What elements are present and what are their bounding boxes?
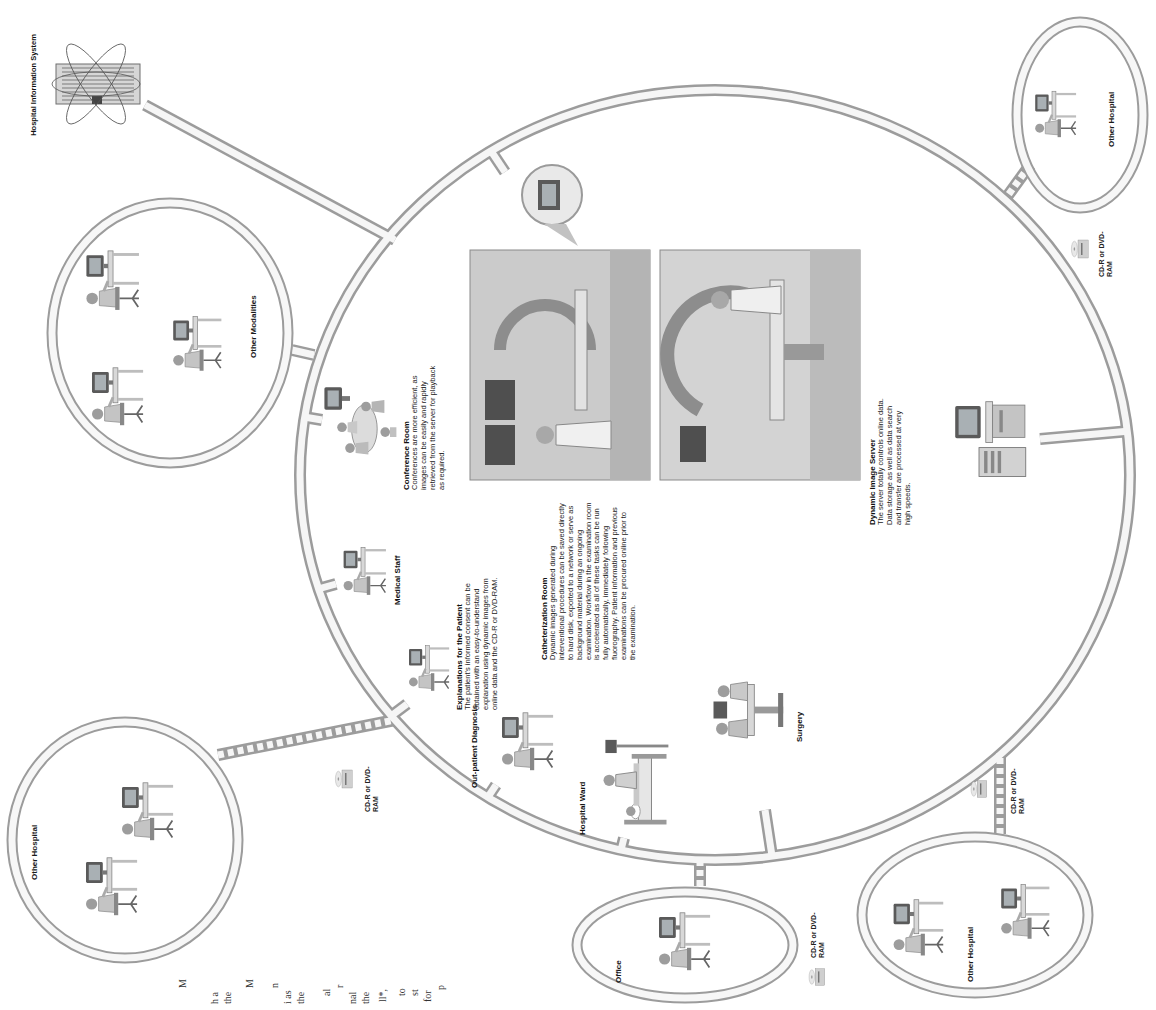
station-heading: Explanations for the Patient [455,558,464,710]
text-fragment: al [322,989,332,996]
satellite-ellipse: Other Hospital [1010,15,1150,215]
text-fragment: i as [283,990,293,1004]
text-fragment: the [296,992,306,1004]
station-heading: Medical Staff [393,535,402,605]
text-fragment: for [423,990,433,1002]
text-fragment: nal [348,992,358,1004]
station-heading: Dynamic Image Server [868,397,877,525]
station-area: Dynamic Image ServerThe server totally c… [868,397,913,525]
station-area: Out-patient Diagnosis [470,696,479,788]
text-fragment: n [270,983,280,988]
text-fragment: the [361,992,371,1004]
place-label: Other Hospital [31,825,40,880]
station-text: The patient's informed consent can be ob… [464,558,499,710]
network-tubes-inner [145,90,1130,886]
text-fragment: p [436,985,446,990]
media-label: CD-R or DVD-RAM [810,912,825,958]
place-label: Other Hospital [1108,92,1117,147]
place-label: Other Modalities [250,295,259,358]
station-heading: Surgery [795,672,804,742]
satellite-ellipse: Other Hospital [5,715,245,965]
text-fragment: st [410,989,420,996]
satellite-ellipse: Other Modalities [45,196,295,470]
station-heading: Conference Room [402,362,411,490]
station-text: The server totally controls online data.… [877,397,912,525]
text-fragment: M [245,979,255,988]
station-area: Surgery [795,672,804,742]
station-heading: Out-patient Diagnosis [470,696,479,788]
station-area: Hospital Ward [578,755,587,835]
satellite-ellipse: Office [570,885,800,1005]
text-fragment: r [335,985,345,988]
system-label: Hospital Information System [30,15,39,155]
network-tubes [145,90,1130,886]
station-area: Catheterization RoomDynamic images gener… [540,502,638,660]
ellipse-outline [5,715,245,965]
media-label: CD-R or DVD-RAM [364,766,379,812]
satellite-ellipse: Other Hospital [855,830,1095,1000]
text-fragment: ll*, [378,989,388,1002]
place-label: Office [615,960,624,983]
station-area: Explanations for the PatientThe patient'… [455,558,500,710]
station-heading: Catheterization Room [540,502,549,660]
system-server: Hospital Information System [30,15,148,155]
station-text: Conferences are more efficient, as image… [411,362,446,490]
station-heading: Hospital Ward [578,755,587,835]
media-label: CD-R or DVD-RAM [1010,768,1025,814]
text-fragment: M [178,979,188,988]
ellipse-outline [570,885,800,1005]
media-label: CD-R or DVD-RAM [1098,231,1113,277]
text-fragment: to [397,988,407,996]
place-label: Other Hospital [967,927,976,982]
station-text: Dynamic images generated during interven… [549,502,637,660]
text-fragment: h a [210,992,220,1004]
station-area: Conference RoomConferences are more effi… [402,362,447,490]
station-area: Medical Staff [393,535,402,605]
cath-photos [470,165,860,480]
his-server [52,37,140,131]
ellipse-outline [1010,15,1150,215]
text-fragment: the [223,992,233,1004]
disc-icons [335,240,1088,985]
